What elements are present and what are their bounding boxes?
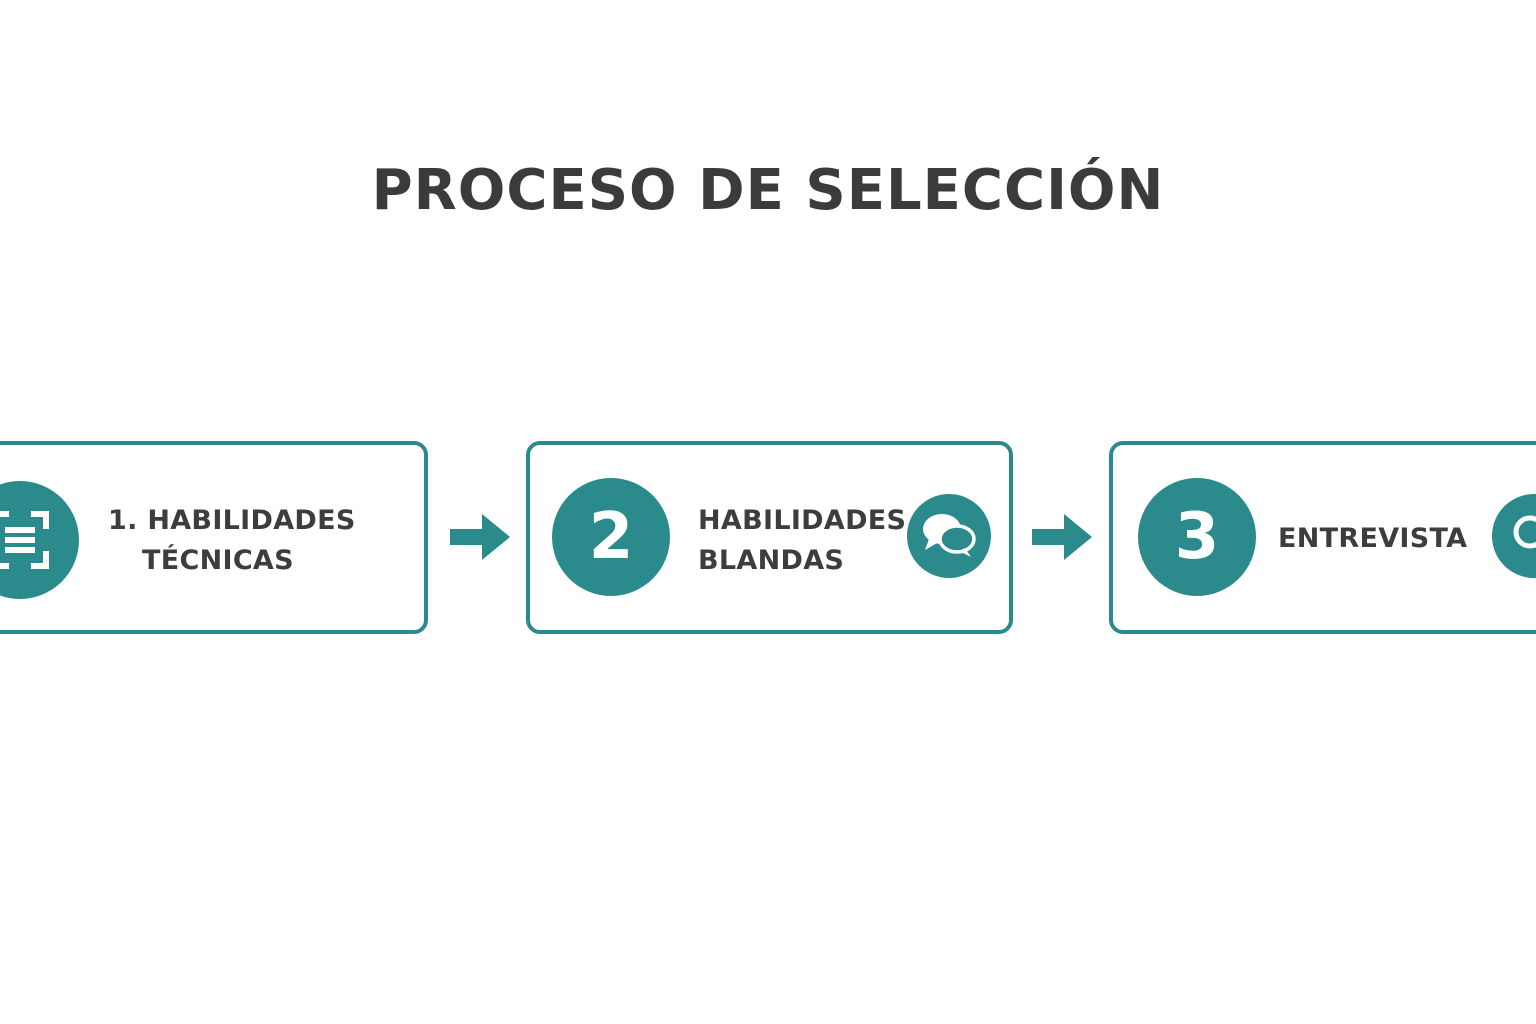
step-1-icon-circle <box>0 481 79 599</box>
chat-bubbles-icon <box>923 514 976 557</box>
step-1-label: 1. HABILIDADES TÉCNICAS <box>108 501 356 581</box>
step-2-box: 2 HABILIDADES BLANDAS <box>526 441 1013 634</box>
step-2-label-line2: BLANDAS <box>698 545 845 576</box>
arrow-right-icon <box>1032 514 1092 560</box>
diagram-title: PROCESO DE SELECCIÓN <box>371 158 1165 223</box>
step-3-label: ENTREVISTA <box>1278 519 1467 559</box>
step-2-label-line1: HABILIDADES <box>698 505 907 536</box>
step-3-label-line1: ENTREVISTA <box>1278 523 1468 554</box>
magnifier-icon <box>1513 515 1536 549</box>
step-3-number-badge: 3 <box>1138 478 1256 596</box>
step-1-label-line1: 1. HABILIDADES <box>108 505 356 536</box>
step-3-icon-circle <box>1492 494 1536 578</box>
step-2-number-badge: 2 <box>552 478 670 596</box>
step-2-icon-circle <box>907 494 991 578</box>
step-1-label-line2: TÉCNICAS <box>142 545 294 576</box>
document-scan-icon <box>0 511 49 569</box>
step-3-box: 3 ENTREVISTA <box>1109 441 1536 634</box>
step-1-box: 1. HABILIDADES TÉCNICAS <box>0 441 428 634</box>
step-2-label: HABILIDADES BLANDAS <box>698 501 906 581</box>
arrow-right-icon <box>450 514 510 560</box>
